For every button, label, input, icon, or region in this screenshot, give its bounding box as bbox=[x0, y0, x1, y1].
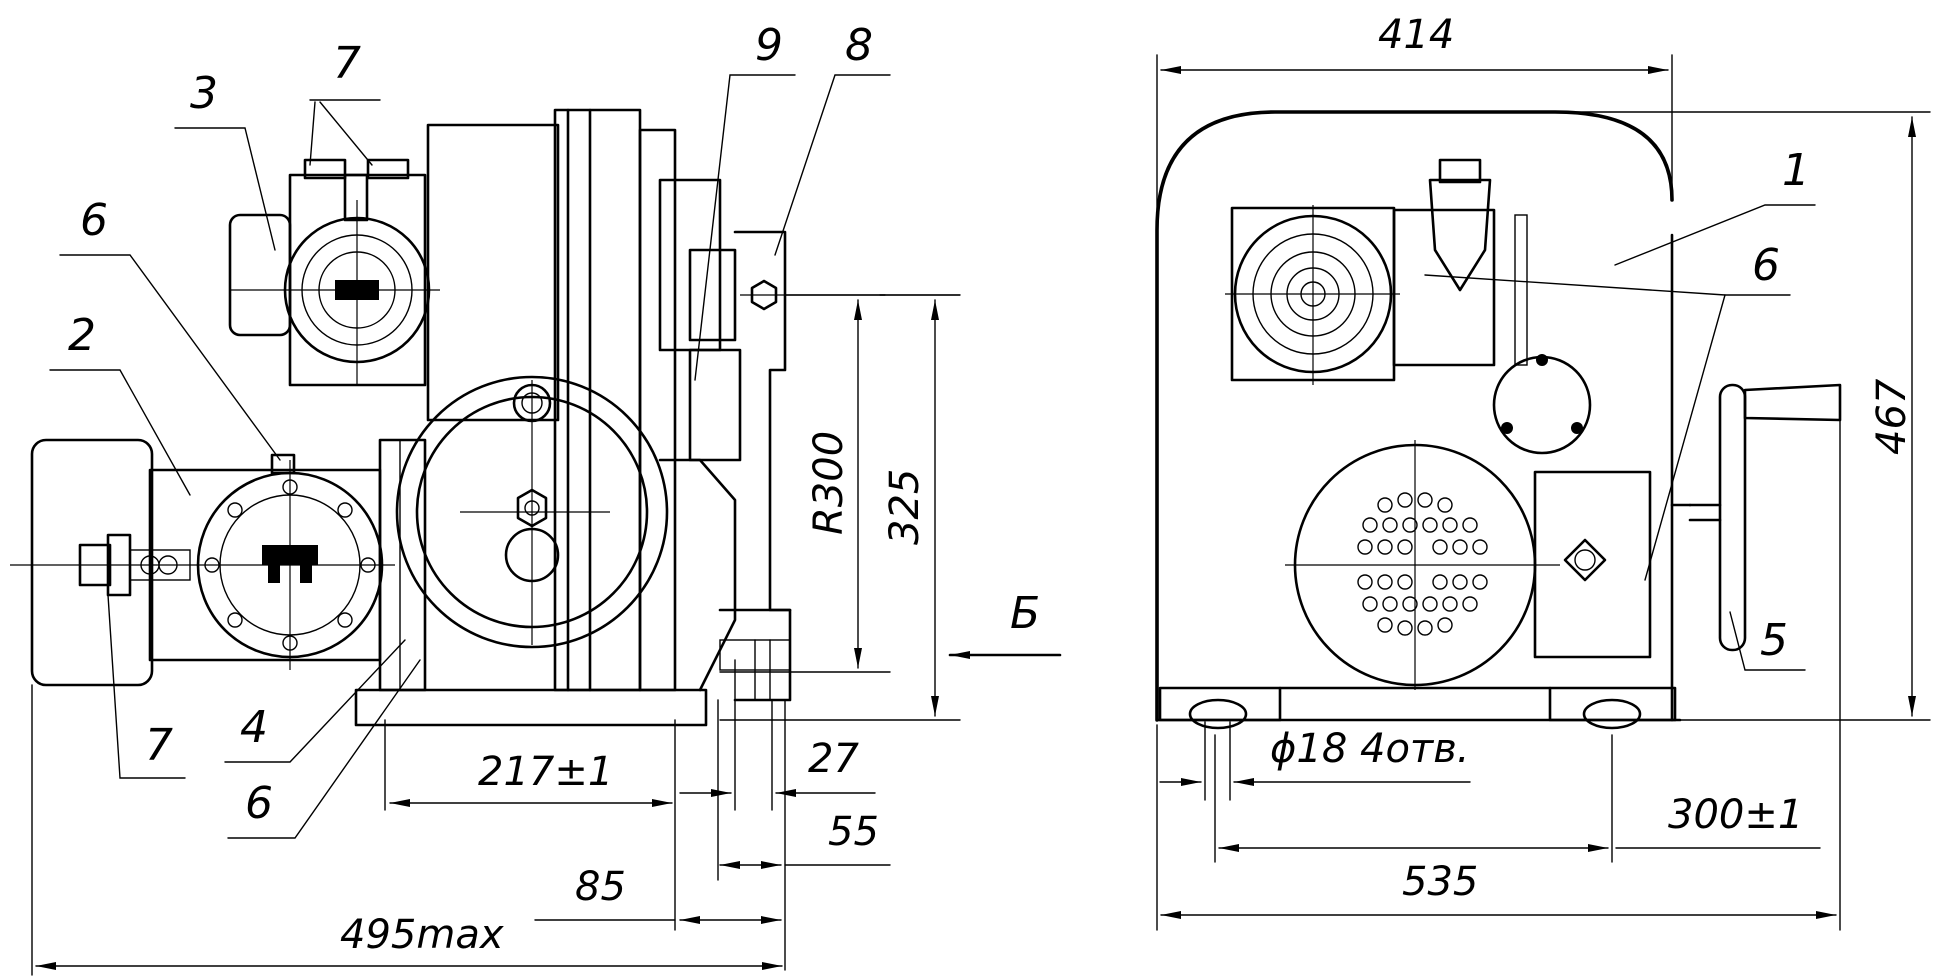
dimensions-side: R300 325 217±1 27 55 bbox=[31, 294, 961, 976]
callout-6-left: 6 bbox=[80, 195, 108, 246]
dim-414: 414 bbox=[1378, 12, 1454, 58]
dim-535: 535 bbox=[1402, 859, 1478, 905]
callout-3: 3 bbox=[190, 68, 218, 119]
callout-4: 4 bbox=[240, 702, 268, 753]
upper-gearbox-3 bbox=[228, 158, 440, 387]
dim-r300: R300 bbox=[806, 431, 852, 535]
dim-85: 85 bbox=[575, 864, 626, 910]
callout-7-top: 7 bbox=[333, 38, 361, 89]
view-b-label: Б bbox=[1010, 588, 1040, 639]
flange-disc-2 bbox=[196, 453, 384, 670]
part-callouts-front: 1 6 5 bbox=[1424, 145, 1816, 671]
dim-325: 325 bbox=[882, 469, 928, 545]
dim-495: 495max bbox=[340, 912, 504, 958]
front-view: 1 6 5 414 467 ϕ18 4отв. bbox=[1155, 12, 1931, 931]
dim-217: 217±1 bbox=[478, 749, 613, 795]
callout-2: 2 bbox=[68, 310, 96, 361]
round-cover bbox=[1492, 354, 1592, 455]
callout-7-bottom: 7 bbox=[145, 720, 173, 771]
dim-holes: ϕ18 4отв. bbox=[1270, 726, 1470, 772]
bolt-left bbox=[78, 533, 191, 597]
callout-5: 5 bbox=[1760, 615, 1788, 666]
handwheel-side-view bbox=[395, 375, 669, 649]
callout-8: 8 bbox=[845, 20, 873, 71]
callout-9: 9 bbox=[755, 20, 783, 71]
callout-6-bottom: 6 bbox=[245, 778, 273, 829]
dimensions-front: 414 467 ϕ18 4отв. 535 300±1 bbox=[1156, 12, 1931, 931]
handwheel-front bbox=[1670, 383, 1842, 652]
side-view: Б 3 7 6 2 7 4 6 9 8 bbox=[10, 20, 1062, 976]
dim-300: 300±1 bbox=[1668, 792, 1803, 838]
gear-motor-front bbox=[1225, 158, 1528, 385]
view-b-arrow: Б bbox=[948, 588, 1062, 659]
dim-27: 27 bbox=[808, 736, 859, 782]
dim-467: 467 bbox=[1869, 378, 1915, 455]
main-housing bbox=[354, 108, 742, 727]
dim-55: 55 bbox=[828, 809, 879, 855]
motor-block-left bbox=[10, 438, 395, 687]
part-callouts-side: 3 7 6 2 7 4 6 9 8 bbox=[49, 20, 891, 839]
cabinet-outline bbox=[1155, 110, 1682, 730]
callout-1: 1 bbox=[1782, 145, 1810, 196]
callout-6-front: 6 bbox=[1752, 240, 1780, 291]
electric-motor-front bbox=[1285, 440, 1652, 690]
vent-holes bbox=[1357, 492, 1488, 636]
